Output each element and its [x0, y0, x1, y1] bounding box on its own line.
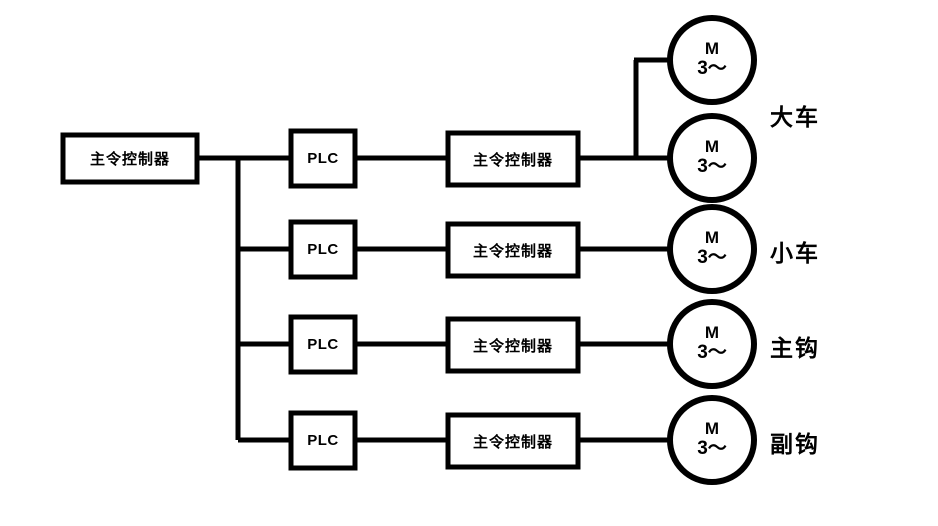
motor-circle-1[interactable]: [667, 15, 757, 105]
controller-box-2[interactable]: [445, 221, 581, 279]
controller-box-1[interactable]: [445, 130, 581, 188]
plc-box-4[interactable]: [288, 410, 358, 471]
controller-box-4[interactable]: [445, 412, 581, 470]
plc-box-2[interactable]: [288, 219, 358, 280]
plc-box-3[interactable]: [288, 314, 358, 375]
motor-circle-3[interactable]: [667, 204, 757, 294]
motor-circle-5[interactable]: [667, 395, 757, 485]
motor-circle-2[interactable]: [667, 113, 757, 203]
controller-box-3[interactable]: [445, 316, 581, 374]
motor-circle-4[interactable]: [667, 299, 757, 389]
master-controller-box[interactable]: [60, 132, 200, 185]
plc-box-1[interactable]: [288, 128, 358, 189]
